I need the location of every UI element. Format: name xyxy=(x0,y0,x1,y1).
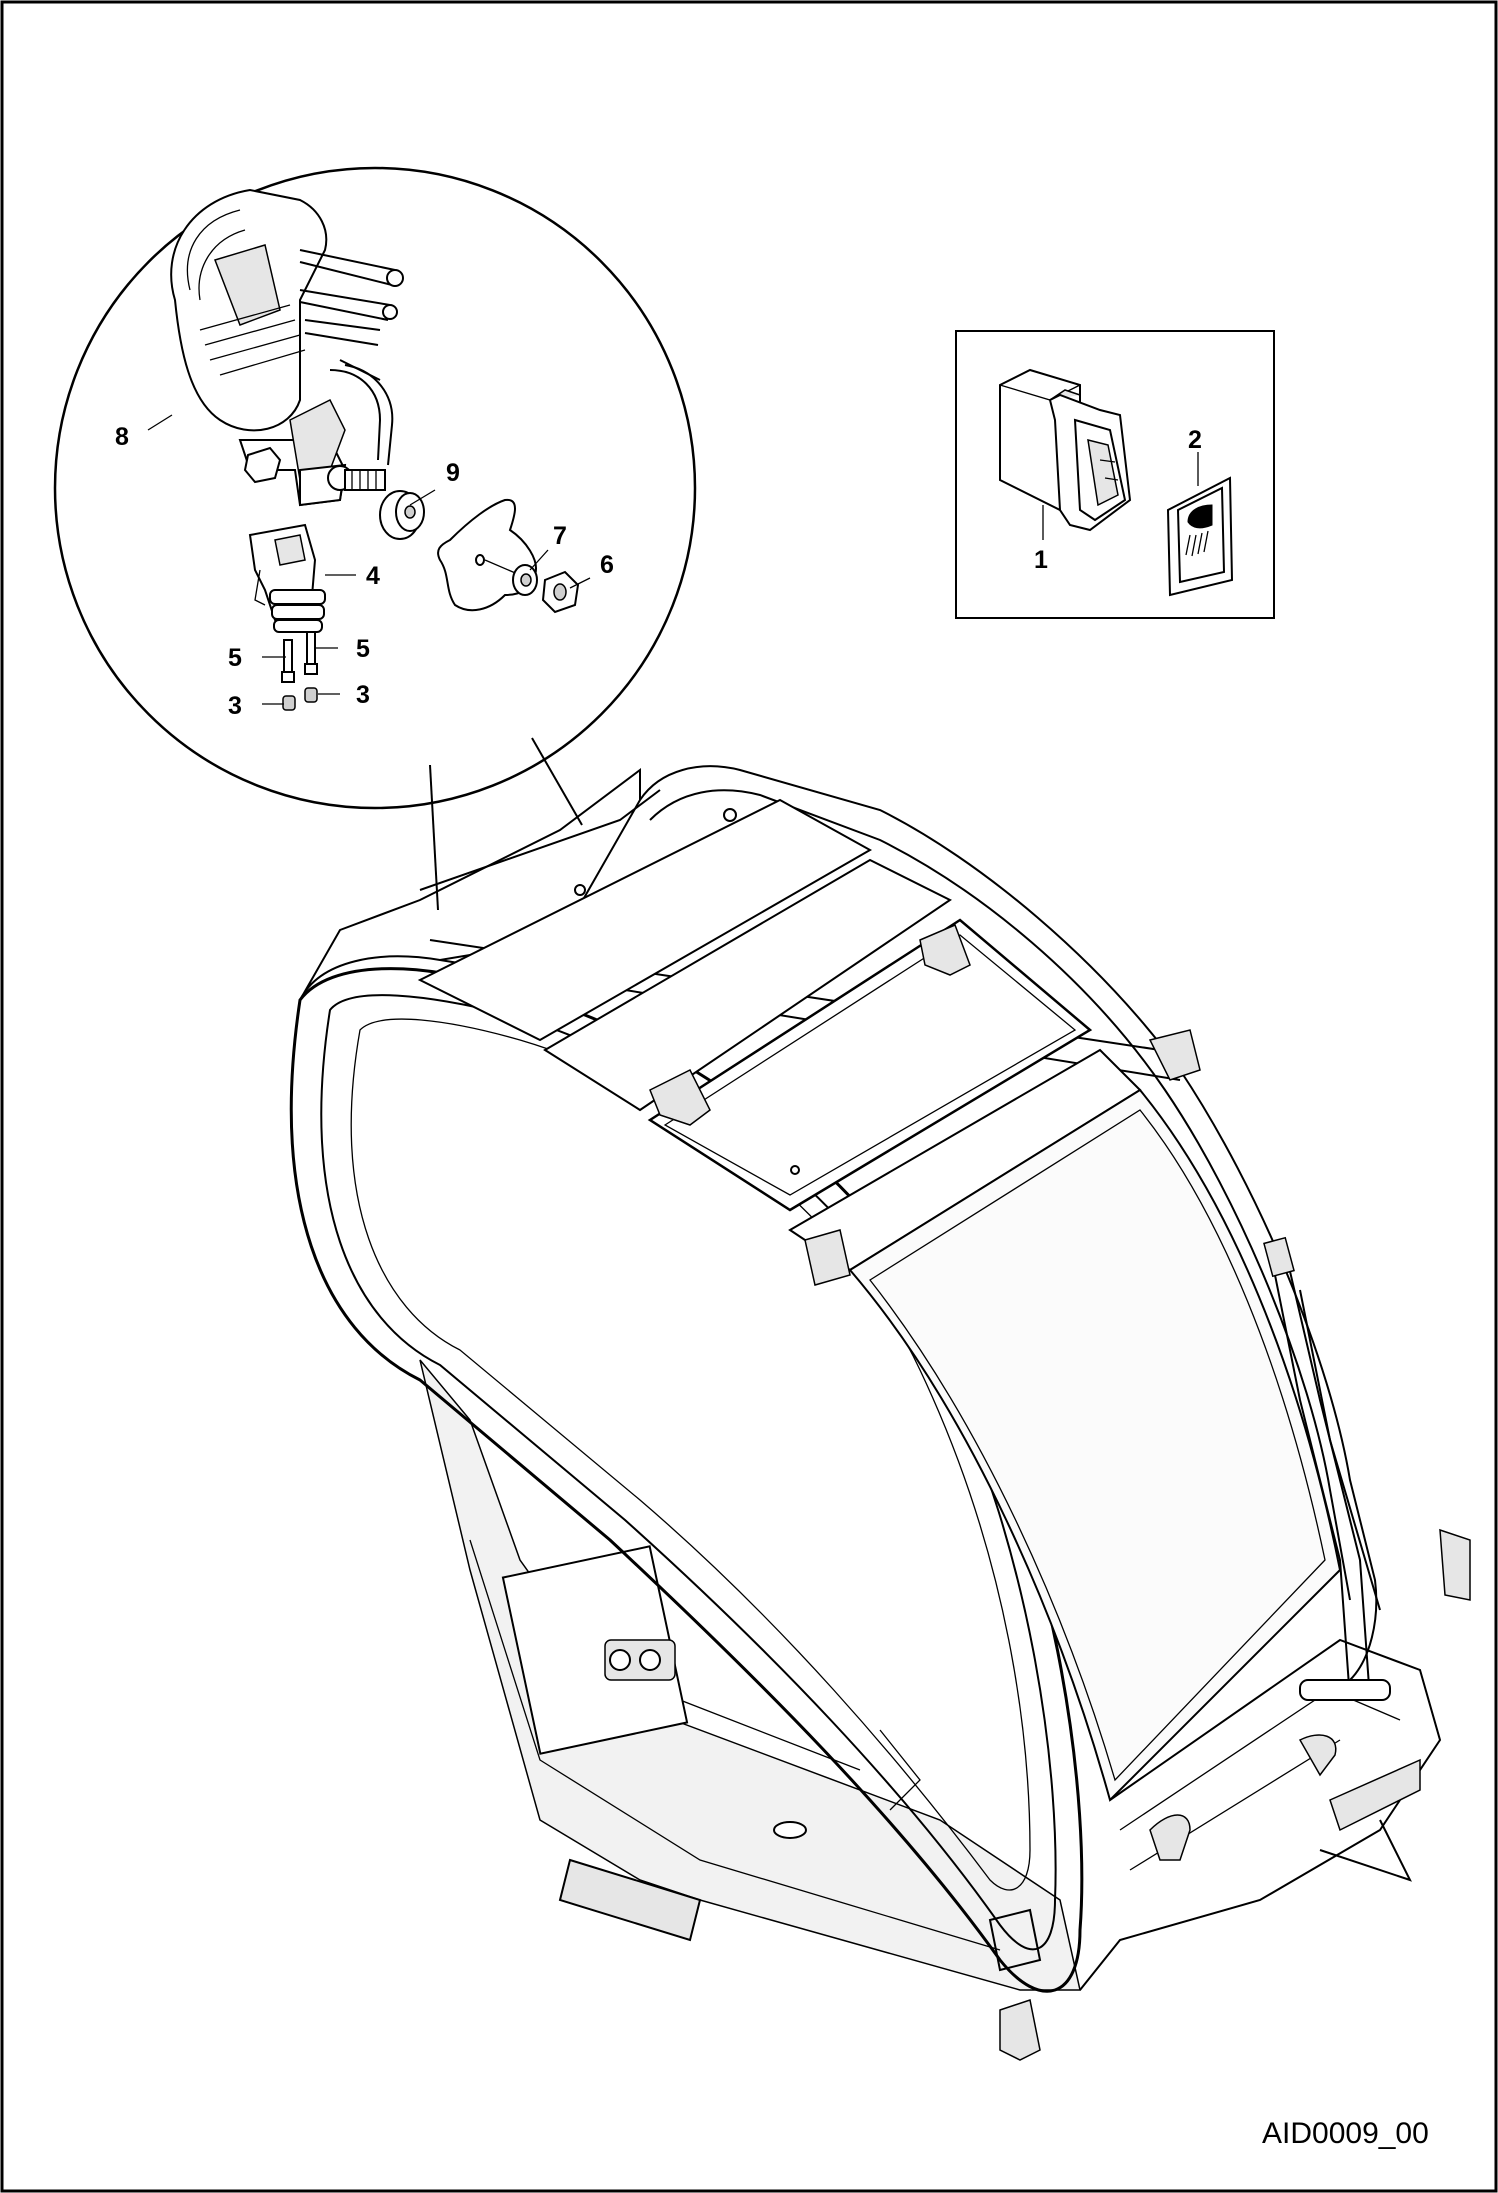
front-mount-left xyxy=(1148,1029,1201,1081)
cab-side-box xyxy=(501,1545,689,1755)
detail-circle xyxy=(53,166,697,810)
hatch-hinge-right xyxy=(919,924,971,976)
wiper-arm xyxy=(1269,1249,1351,1701)
callout-2: 2 xyxy=(1188,426,1202,454)
connector-housing xyxy=(248,523,326,633)
detail-view xyxy=(53,166,697,810)
headlight-decal xyxy=(1166,476,1234,597)
callout-3-left: 3 xyxy=(228,692,242,720)
callout-8: 8 xyxy=(115,423,129,451)
callout-7: 7 xyxy=(553,522,567,550)
work-light xyxy=(170,188,404,507)
cab-roof-rail-left xyxy=(299,768,641,1001)
switch-detail-box xyxy=(955,330,1275,619)
roof-panel-rear xyxy=(417,798,873,1042)
nut xyxy=(541,570,580,614)
callout-6: 6 xyxy=(600,551,614,579)
wire-seals xyxy=(282,687,318,711)
headlight-symbol-icon xyxy=(1187,504,1213,529)
cab-windshield xyxy=(848,1088,1342,1802)
rocker-switch xyxy=(999,368,1132,532)
callout-9: 9 xyxy=(446,459,460,487)
detail-leader-2 xyxy=(531,737,583,826)
callout-3-right: 3 xyxy=(356,681,370,709)
front-mount-right xyxy=(1439,1528,1471,1601)
contact-pins xyxy=(281,631,318,683)
washer xyxy=(512,564,538,596)
roof-panel-middle xyxy=(543,858,952,1112)
hatch-hinge-left xyxy=(649,1068,711,1126)
roof-hatch xyxy=(647,918,1093,1212)
detail-leader-1 xyxy=(429,764,439,911)
cab-assembly xyxy=(289,765,1471,2061)
drawing-code: AID0009_00 xyxy=(1262,2117,1429,2150)
callout-4: 4 xyxy=(366,562,380,590)
callout-5-left: 5 xyxy=(228,644,242,672)
spacer xyxy=(379,490,425,540)
callout-1: 1 xyxy=(1034,546,1048,574)
callout-5-right: 5 xyxy=(356,635,370,663)
